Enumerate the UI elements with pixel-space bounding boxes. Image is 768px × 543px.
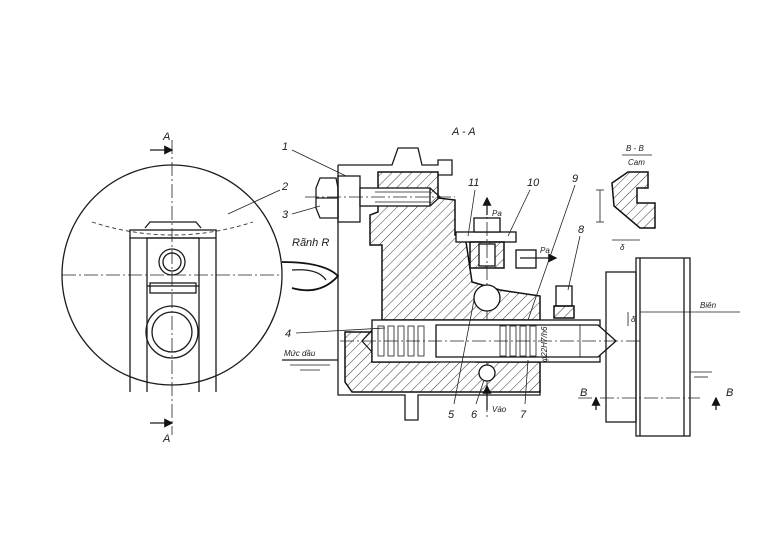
check-ball-upper (473, 284, 501, 312)
check-ball-lower (478, 364, 496, 382)
leader-1 (291, 149, 347, 177)
callout-8: 8 (578, 224, 585, 236)
view-title-aa: A - A (451, 126, 476, 138)
leader-7 (524, 359, 529, 405)
plug-flange (455, 231, 517, 243)
callout-7: 7 (520, 409, 527, 421)
label-groove: Rãnh R (292, 237, 329, 249)
callout-1: 1 (282, 141, 288, 153)
spring-seat-left (361, 329, 373, 353)
oil-groove-inner (291, 269, 327, 281)
spacer-block (149, 282, 197, 294)
label-delta: δ (620, 243, 625, 252)
section-label-a-bottom: A (162, 433, 170, 445)
main-bore (145, 305, 199, 359)
leader-3 (291, 205, 321, 215)
bolt-head (315, 177, 339, 219)
callout-3: 3 (282, 209, 289, 221)
callout-2: 2 (281, 181, 288, 193)
oil-groove-outline (281, 261, 340, 292)
adjust-screw-head (555, 285, 573, 307)
section-label-b-left: B (580, 387, 587, 399)
label-edge: Biên (700, 301, 717, 310)
edge-workpiece: Biên δ (605, 257, 740, 437)
housing-body-upper (369, 171, 541, 321)
leader-9 (527, 184, 576, 321)
callout-10: 10 (527, 177, 540, 189)
label-pa-top: Pa (492, 209, 502, 218)
edge-bar (635, 257, 691, 437)
spring-left (377, 325, 425, 357)
side-port (515, 249, 537, 269)
section-aa-view: A - A Pa Pa Vào (281, 126, 733, 421)
label-oil-level: Mức dầu (284, 349, 316, 358)
leader-5 (453, 299, 475, 405)
housing-outline (337, 147, 541, 421)
label-delta-gap: δ (631, 315, 636, 324)
leader-10 (507, 189, 531, 237)
label-pa-right: Pa (540, 246, 550, 255)
nut-top (144, 221, 202, 229)
main-pin (151, 311, 193, 353)
cam-profile (611, 171, 656, 229)
view-title-bb: B - B (626, 144, 644, 153)
spring-right (499, 325, 537, 357)
left-front-view: A A 2 (61, 131, 288, 445)
guide-plate (605, 271, 637, 423)
callout-5: 5 (448, 409, 455, 421)
fit-tolerance: φ22H7/h6 (540, 326, 549, 362)
washer (337, 175, 361, 223)
adjust-screw-body (553, 305, 575, 319)
leader-6 (475, 379, 485, 405)
leader-4 (295, 327, 386, 334)
slide-body-upper (146, 237, 200, 287)
callout-4: 4 (285, 328, 291, 340)
leader-2 (227, 189, 281, 215)
callout-6: 6 (471, 409, 478, 421)
pin-upper (162, 252, 182, 272)
hidden-arc (91, 221, 254, 236)
section-bb-view: B - B Cam δ (596, 144, 656, 252)
callout-11: 11 (468, 177, 479, 189)
leader-11 (467, 189, 476, 237)
label-cam: Cam (628, 158, 645, 167)
section-label-a-top: A (162, 131, 170, 143)
leader-8 (567, 235, 581, 291)
callout-9: 9 (572, 173, 578, 185)
label-vao: Vào (492, 405, 507, 414)
section-label-b-right: B (726, 387, 733, 399)
clamp-plate (129, 229, 217, 239)
pin-hole-upper (158, 248, 186, 276)
